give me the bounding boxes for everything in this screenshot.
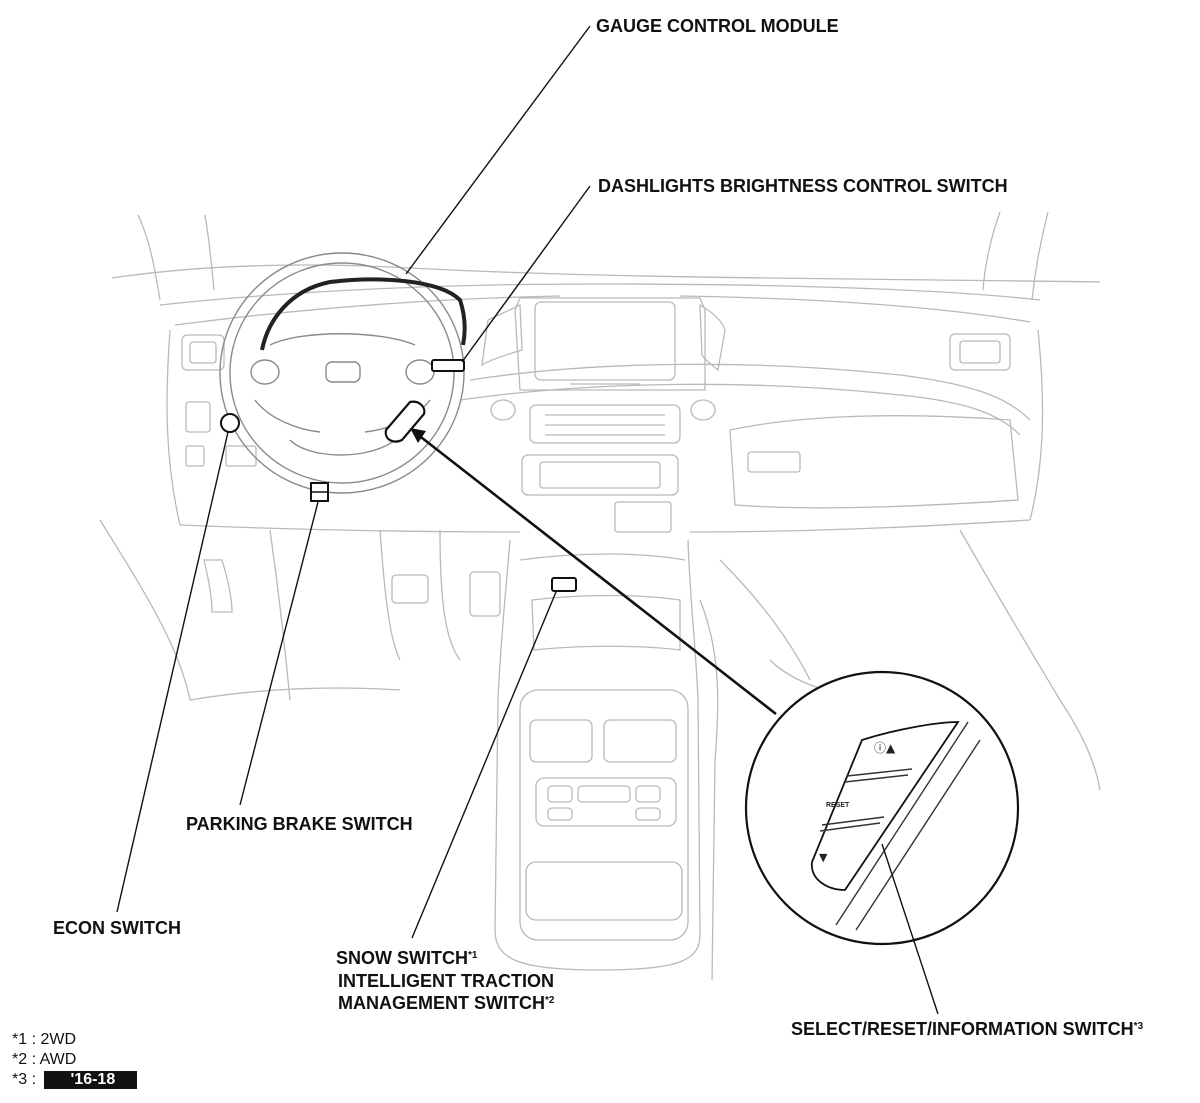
footnote-2: *2 : AWD: [12, 1051, 76, 1069]
itm-switch-text-line2: MANAGEMENT SWITCH: [338, 993, 545, 1013]
select-reset-arrowhead: [410, 428, 426, 443]
footnote-2-ref: *2: [12, 1051, 28, 1068]
itm-switch-text-line1: INTELLIGENT TRACTION: [338, 971, 554, 991]
dashlights-switch-label: DASHLIGHTS BRIGHTNESS CONTROL SWITCH: [598, 176, 1008, 196]
snow-leader: [411, 591, 557, 939]
snow-switch-marker: [551, 577, 577, 592]
parking-brake-switch-text: PARKING BRAKE SWITCH: [186, 814, 413, 834]
select-reset-switch-marker: [384, 400, 426, 443]
footnote-3: *3 : '16-18: [12, 1071, 138, 1089]
gauge-control-module-text: GAUGE CONTROL MODULE: [596, 16, 839, 36]
footnote-3-ref: *3: [12, 1071, 28, 1088]
footnote-1-text: 2WD: [40, 1031, 77, 1048]
itm-switch-label: INTELLIGENT TRACTION MANAGEMENT SWITCH*2: [338, 971, 554, 1013]
inset-button-top-label: ⓘ▲: [874, 741, 896, 755]
gauge-cluster-outline: [260, 277, 467, 351]
select-reset-switch-text: SELECT/RESET/INFORMATION SWITCH: [791, 1019, 1134, 1039]
itm-switch-ref: *2: [544, 995, 555, 1006]
steering-wheel: [219, 252, 465, 494]
footnote-3-sep: :: [31, 1071, 37, 1088]
econ-switch-text: ECON SWITCH: [53, 918, 181, 938]
footnote-3-year-badge: '16-18: [44, 1071, 138, 1089]
econ-switch-marker: [220, 413, 240, 433]
parking-brake-switch-label: PARKING BRAKE SWITCH: [186, 814, 413, 834]
inset-button-middle-label: RESET: [826, 802, 850, 809]
select-reset-ref: *3: [1133, 1021, 1144, 1032]
snow-switch-label: SNOW SWITCH*1: [336, 946, 477, 968]
dashboard-outline: [99, 211, 1101, 981]
dashlights-leader: [461, 185, 591, 363]
select-reset-inset: ⓘ▲ RESET ▼: [744, 670, 1020, 946]
snow-switch-text: SNOW SWITCH: [336, 948, 468, 968]
footnote-1-sep: :: [31, 1031, 37, 1048]
leader-lines: [116, 25, 939, 1015]
econ-switch-label: ECON SWITCH: [53, 918, 181, 938]
select-reset-inset-leader: [416, 432, 777, 716]
inset-button-bottom-label: ▼: [819, 851, 828, 864]
gauge-module-leader: [405, 25, 591, 275]
footnote-1: *1 : 2WD: [12, 1031, 76, 1049]
snow-switch-ref: *1: [468, 950, 478, 961]
econ-leader: [116, 431, 229, 913]
dashlights-switch-marker: [431, 359, 465, 372]
parking-brake-leader: [239, 501, 319, 806]
footnote-2-text: AWD: [39, 1051, 77, 1068]
select-reset-leader: [881, 843, 939, 1015]
footnote-1-ref: *1: [12, 1031, 28, 1048]
dashlights-switch-text: DASHLIGHTS BRIGHTNESS CONTROL SWITCH: [598, 176, 1008, 196]
select-reset-switch-label: SELECT/RESET/INFORMATION SWITCH*3: [791, 1017, 1143, 1039]
footnote-2-sep: :: [31, 1051, 37, 1068]
gauge-control-module-label: GAUGE CONTROL MODULE: [596, 16, 839, 36]
